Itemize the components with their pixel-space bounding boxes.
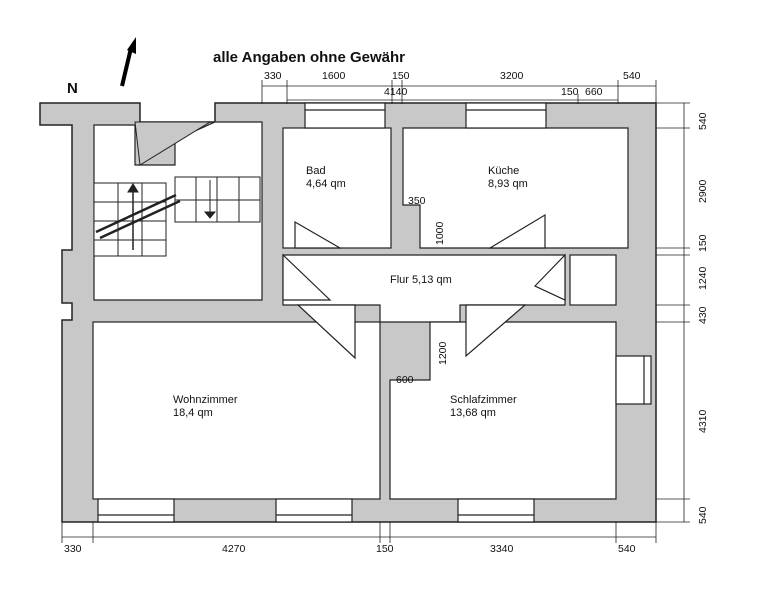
dim-bottom-540: 540 bbox=[618, 543, 636, 555]
dim-right-1240: 1240 bbox=[697, 266, 709, 290]
room-kueche-area: 8,93 qm bbox=[488, 178, 528, 190]
door-swings bbox=[282, 213, 566, 360]
dim-top-150b: 150 bbox=[561, 86, 579, 98]
dim-right-150: 150 bbox=[697, 234, 709, 252]
dim-right-4310: 4310 bbox=[697, 409, 709, 433]
dim-top-150: 150 bbox=[392, 70, 410, 82]
staircase bbox=[93, 176, 261, 257]
room-bad-area: 4,64 qm bbox=[306, 178, 346, 190]
dim-right-2900: 2900 bbox=[697, 179, 709, 203]
room-flur-label: Flur 5,13 qm bbox=[390, 274, 452, 286]
disclaimer-title: alle Angaben ohne Gewähr bbox=[213, 49, 405, 66]
interior-dim-350: 350 bbox=[408, 195, 426, 207]
dim-bottom-330: 330 bbox=[64, 543, 82, 555]
room-kueche-name: Küche bbox=[488, 165, 519, 177]
dim-bottom-4270: 4270 bbox=[222, 543, 246, 555]
dim-top-3200: 3200 bbox=[500, 70, 524, 82]
dim-right-430: 430 bbox=[697, 306, 709, 324]
dim-top-330: 330 bbox=[264, 70, 282, 82]
dim-right-540a: 540 bbox=[697, 112, 709, 130]
dim-bottom-150: 150 bbox=[376, 543, 394, 555]
room-wohnzimmer-area: 18,4 qm bbox=[173, 407, 213, 419]
north-arrow-icon bbox=[120, 37, 136, 87]
north-label: N bbox=[67, 80, 78, 97]
dim-top-540: 540 bbox=[623, 70, 641, 82]
room-wohnzimmer-name: Wohnzimmer bbox=[173, 394, 238, 406]
dimension-lines bbox=[61, 80, 690, 543]
interior-dim-600: 600 bbox=[396, 374, 414, 386]
room-bad-name: Bad bbox=[306, 165, 326, 177]
windows bbox=[97, 102, 652, 523]
interior-dim-1000: 1000 bbox=[434, 221, 446, 245]
dim-top-4140: 4140 bbox=[384, 86, 408, 98]
room-schlafzimmer-area: 13,68 qm bbox=[450, 407, 496, 419]
dim-top-660: 660 bbox=[585, 86, 603, 98]
room-schlafzimmer-name: Schlafzimmer bbox=[450, 394, 517, 406]
dim-bottom-3340: 3340 bbox=[490, 543, 514, 555]
dim-top-1600: 1600 bbox=[322, 70, 346, 82]
interior-dim-1200: 1200 bbox=[437, 341, 449, 365]
dim-right-540b: 540 bbox=[697, 506, 709, 524]
